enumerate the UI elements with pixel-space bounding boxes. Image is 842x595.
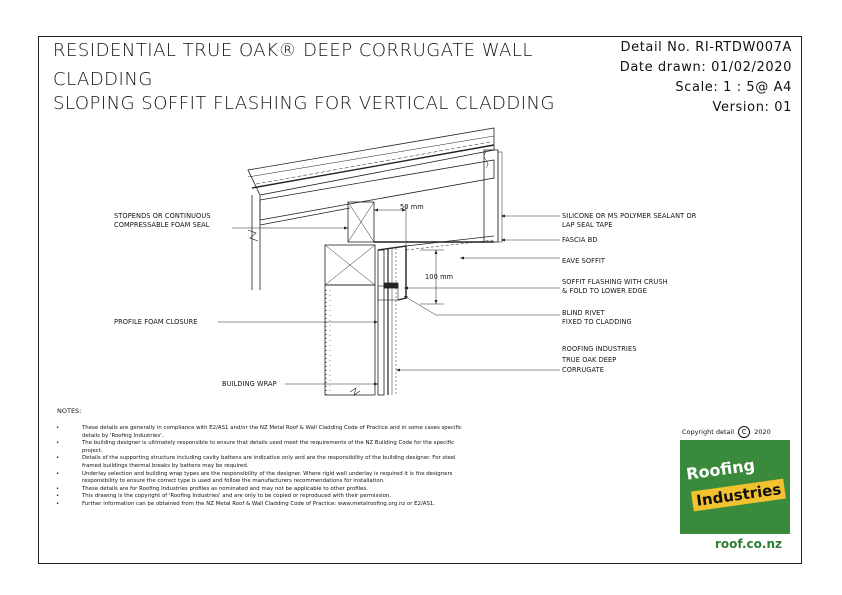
notes-title: NOTES: [57,407,82,415]
note-item: •This drawing is the copyright of 'Roofi… [56,493,392,500]
label-silicone-2: LAP SEAL TAPE [562,221,613,229]
top-plate [347,201,375,243]
title-line-3: SLOPING SOFFIT FLASHING FOR VERTICAL CLA… [53,93,555,114]
copyright-label: Copyright detail [682,428,735,436]
soffit-flashing [377,245,407,301]
label-blind-rivet: BLIND RIVET [562,309,605,317]
copyright-year: 2020 [754,428,771,436]
label-soffit-flashing: SOFFIT FLASHING WITH CRUSH [562,278,668,286]
fascia-board [483,149,499,243]
profile-foam [377,285,399,301]
scale: Scale: 1 : 5@ A4 [675,80,792,95]
label-roofing-industries-2: TRUE OAK DEEP [562,356,617,364]
logo-word-industries: Industries [691,478,787,512]
detail-number: Detail No. RI-RTDW007A [620,40,792,55]
label-building-wrap: BUILDING WRAP [222,380,277,388]
rafter-lower [259,159,495,221]
label-silicone: SILICONE OR MS POLYMER SEALANT OR [562,212,697,220]
note-item: •Details of the supporting structure inc… [56,455,456,469]
roofing-industries-logo: Roofing Industries roof.co.nz [680,440,790,555]
title-line-2: CLADDING [53,69,153,90]
logo-word-roofing: Roofing [685,455,757,484]
wall-stud [324,284,376,396]
label-roofing-industries: ROOFING INDUSTRIES [562,345,637,353]
note-item: •Underlay selection and building wrap ty… [56,470,453,485]
label-fascia: FASCIA BD [562,236,598,244]
label-stop-ends: STOPENDS OR CONTINUOUS [114,212,211,220]
note-item: •These details are generally in complian… [56,425,462,439]
copyright: Copyright detail C 2020 [682,426,771,438]
dimension-50: 50 mm [400,203,424,211]
logo-url: roof.co.nz [680,534,790,555]
date-drawn: Date drawn: 01/02/2020 [619,60,792,75]
label-eave-soffit: EAVE SOFFIT [562,257,606,265]
cavity-batten [377,249,385,396]
notes-list: •These details are generally in complian… [56,425,466,509]
label-profile-foam: PROFILE FOAM CLOSURE [114,318,198,326]
label-blind-rivet-2: FIXED TO CLADDING [562,318,632,326]
label-roofing-industries-3: CORRUGATE [562,366,604,374]
label-soffit-flashing-2: & FOLD TO LOWER EDGE [562,287,647,295]
label-stop-ends-2: COMPRESSABLE FOAM SEAL [114,221,210,229]
note-item: •Further information can be obtained fro… [56,500,436,507]
note-item: •These details are for Roofing Industrie… [56,485,368,492]
note-item: •The building designer is ultimately res… [56,440,455,454]
title-line-1: RESIDENTIAL TRUE OAK® DEEP CORRUGATE WAL… [53,40,533,61]
dimension-100: 100 mm [425,273,454,281]
copyright-icon: C [738,426,751,438]
version: Version: 01 [712,100,792,115]
drawing-border [38,36,802,564]
